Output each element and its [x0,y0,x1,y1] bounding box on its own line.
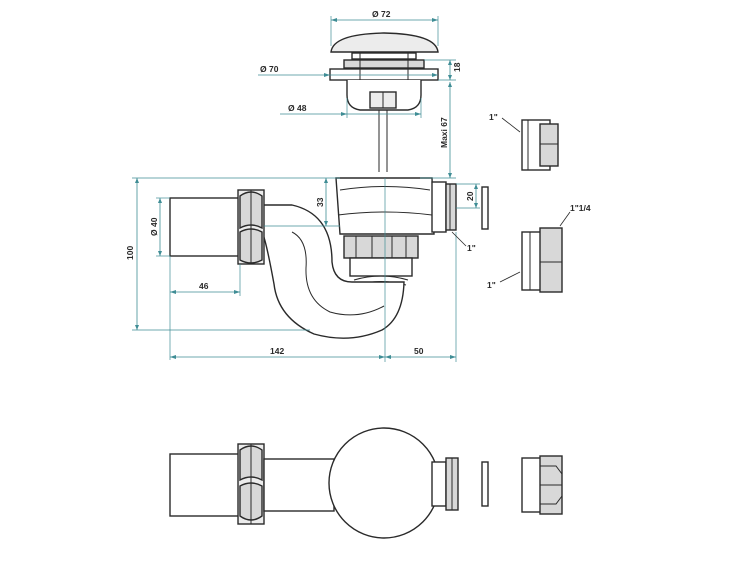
seal-washer [481,186,489,230]
adapter-cap [521,119,559,171]
dim-overflow-height: 20 [465,191,475,201]
popup-cap [329,32,439,81]
drain-cage [346,80,422,111]
dimension-labels: Ø 72 Ø 70 18 Maxi 67 Ø 48 100 Ø 40 33 46… [125,9,475,356]
trap-bend [261,204,405,339]
dim-pipe-length: 46 [199,281,209,291]
dim-overall-height: 100 [125,246,135,260]
dim-trap-width: 142 [270,346,284,356]
callout-adapter-large: 1"1/4 [570,203,591,213]
side-view [169,32,563,339]
top-trap-body [328,427,440,539]
body-nut [343,235,419,286]
top-connecting-pipe [263,458,335,512]
dim-cap-diameter: Ø 72 [372,9,391,19]
dim-stem-diameter: Ø 48 [288,103,307,113]
callout-thread-side: 1" [467,243,476,253]
outlet-pipe [169,189,265,265]
thread-callouts: 1" 1" 1"1/4 1" [451,112,591,290]
dim-flange-diameter: Ø 70 [260,64,279,74]
callout-nut-top: 1" [489,112,498,122]
top-outlet-pipe [169,443,265,525]
top-view [169,427,563,539]
top-adapter [521,455,563,515]
dim-outlet-diameter: Ø 40 [149,217,159,236]
callout-adapter-small: 1" [487,280,496,290]
top-overflow [431,457,459,511]
adapter-reducer [521,227,563,293]
top-washer [481,461,489,507]
dim-flange-height: 18 [452,62,462,72]
dim-body-offset: 50 [414,346,424,356]
dim-max-height: Maxi 67 [439,117,449,148]
drain-stem [378,110,388,172]
dimension-lines [132,16,480,362]
dim-trap-offset: 33 [315,197,325,207]
overflow-connector [431,181,457,233]
